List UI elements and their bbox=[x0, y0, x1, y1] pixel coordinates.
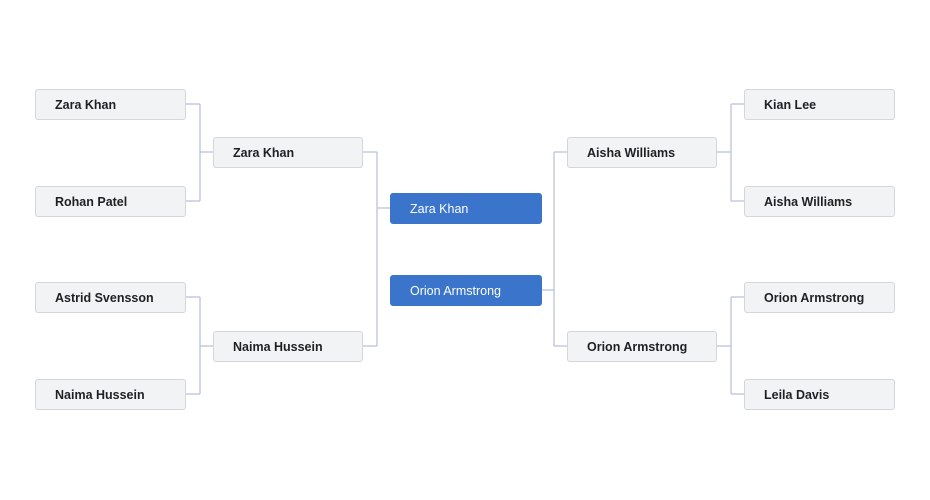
right-round2-slot-2: Orion Armstrong bbox=[567, 331, 717, 362]
left-round2-slot-1: Zara Khan bbox=[213, 137, 363, 168]
right-round1-slot-2: Aisha Williams bbox=[744, 186, 895, 217]
final-slot-2: Orion Armstrong bbox=[390, 275, 542, 306]
right-round1-slot-1: Kian Lee bbox=[744, 89, 895, 120]
left-round1-slot-3: Astrid Svensson bbox=[35, 282, 186, 313]
right-round2-slot-1: Aisha Williams bbox=[567, 137, 717, 168]
final-slot-1: Zara Khan bbox=[390, 193, 542, 224]
left-round1-slot-4: Naima Hussein bbox=[35, 379, 186, 410]
right-round1-slot-4: Leila Davis bbox=[744, 379, 895, 410]
left-round2-slot-2: Naima Hussein bbox=[213, 331, 363, 362]
left-round1-slot-2: Rohan Patel bbox=[35, 186, 186, 217]
left-round1-slot-1: Zara Khan bbox=[35, 89, 186, 120]
right-round1-slot-3: Orion Armstrong bbox=[744, 282, 895, 313]
